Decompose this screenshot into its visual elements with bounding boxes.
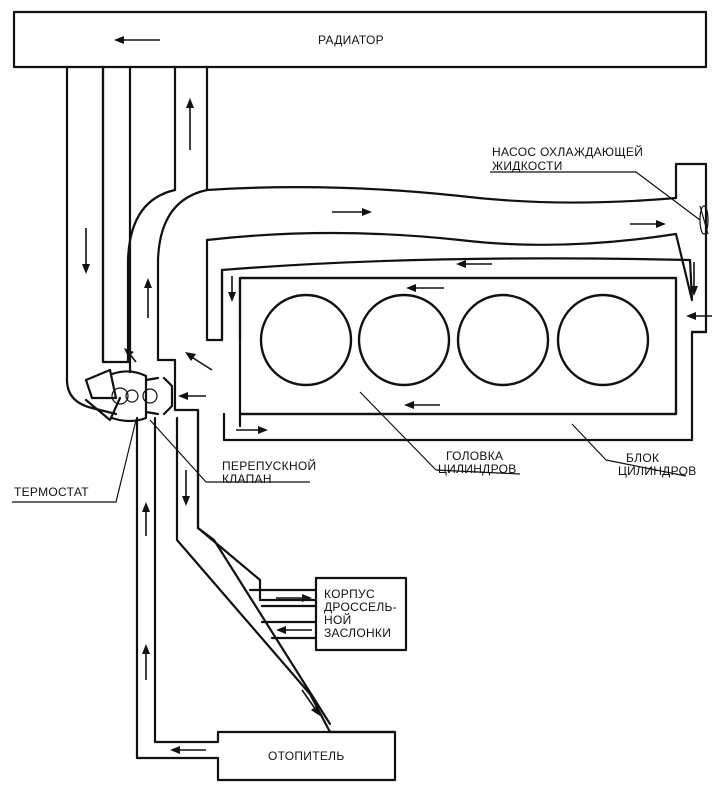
radiator-outlet-pipe xyxy=(65,65,118,416)
pump-outlet-channel xyxy=(674,232,694,302)
throttle-body-box xyxy=(314,576,408,652)
pump-label-line1: НАСОС ОХЛАЖДАЮЩЕЙ xyxy=(492,144,643,159)
heater-supply-pipe xyxy=(196,408,318,602)
throttle-body-pipes xyxy=(248,588,318,640)
heater-label: ОТОПИТЕЛЬ xyxy=(268,749,345,763)
heater-supply-inner xyxy=(196,526,332,726)
bypass-valve-label-line2: КЛАПАН xyxy=(222,472,272,486)
leader-lines xyxy=(12,171,701,503)
outlet-elbow-inner xyxy=(156,188,209,362)
thermostat-label: ТЕРМОСТАТ xyxy=(14,485,89,499)
throttle-label-line4: ЗАСЛОНКИ xyxy=(324,626,391,640)
cylinder-head-label-line2: ЦИЛИНДРОВ xyxy=(438,462,517,476)
throttle-label-line3: НОЙ xyxy=(324,612,352,627)
cylinder-head-outline xyxy=(238,276,678,416)
radiator-inlet-pipe xyxy=(173,65,209,192)
bypass-valve-symbol xyxy=(162,376,174,416)
radiator-label: РАДИАТОР xyxy=(318,33,384,47)
throttle-label-line2: ДРОССЕЛЬ- xyxy=(324,600,397,614)
flow-arrows xyxy=(82,36,712,754)
outlet-elbow xyxy=(126,188,177,364)
head-outlet-channel xyxy=(205,162,708,334)
cylinder-4 xyxy=(556,293,650,387)
block-lower-channel xyxy=(222,330,708,442)
cylinder-block-label-line2: ЦИЛИНДРОВ xyxy=(618,464,697,478)
cylinders xyxy=(259,293,650,387)
radiator-box xyxy=(12,10,708,69)
upper-hose xyxy=(101,65,132,364)
cylinder-3 xyxy=(456,293,550,387)
cylinder-head-label-line1: ГОЛОВКА xyxy=(446,449,503,463)
head-channel-inner xyxy=(205,231,678,246)
block-inner-channel xyxy=(220,257,694,302)
bypass-valve-label-line1: ПЕРЕПУСКНОЙ xyxy=(222,458,316,473)
cylinder-1 xyxy=(259,293,353,387)
cylinder-block-label-line1: БЛОК xyxy=(626,451,659,465)
thermostat-symbol xyxy=(84,368,160,423)
throttle-label-line1: КОРПУС xyxy=(324,587,375,601)
pump-label-line2: ЖИДКОСТИ xyxy=(492,159,563,173)
cylinder-2 xyxy=(357,293,451,387)
heater-return-pipe xyxy=(135,416,397,782)
head-inlet-pipe xyxy=(205,238,224,342)
